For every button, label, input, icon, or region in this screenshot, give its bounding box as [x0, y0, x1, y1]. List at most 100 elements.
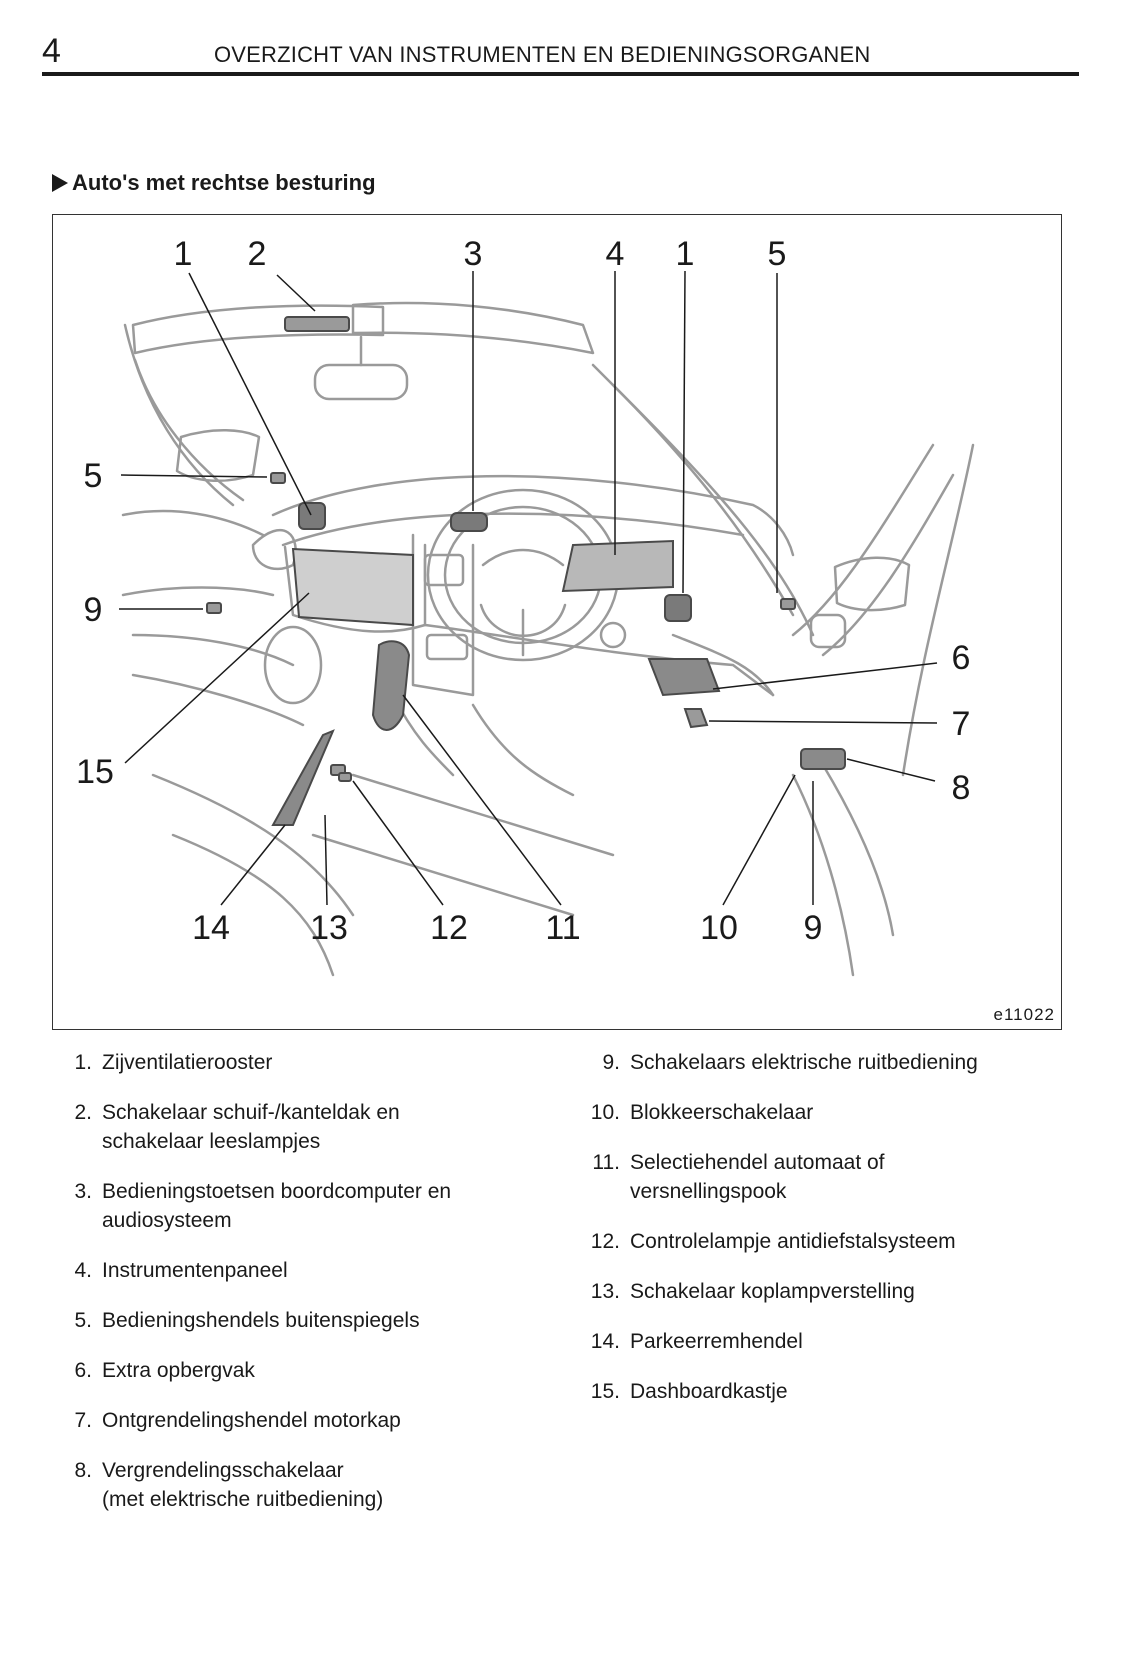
legend-item-number: 15.	[590, 1380, 620, 1403]
storage-compartment-shape	[647, 658, 721, 697]
legend-item-line: Bedieningstoetsen boordcomputer en	[102, 1180, 452, 1203]
legend-item-number: 1.	[74, 1051, 92, 1074]
legend-item-text: Schakelaar koplampverstelling	[630, 1277, 1054, 1306]
header-rule	[42, 72, 1079, 76]
sunroof-switch-shape	[284, 316, 350, 332]
legend-item-number: 5.	[74, 1309, 92, 1332]
page-number: 4	[42, 32, 61, 70]
legend-item-number: 10.	[590, 1101, 620, 1124]
legend-item-line: Extra opbergvak	[102, 1359, 255, 1382]
legend-item-number: 8.	[74, 1459, 92, 1482]
audio-buttons-shape	[450, 512, 488, 532]
legend-item-text: Extra opbergvak	[102, 1356, 536, 1385]
legend-item-line: Schakelaar schuif-/kanteldak en	[102, 1101, 400, 1124]
callout-label: 14	[192, 909, 230, 947]
legend-item-number: 2.	[74, 1101, 92, 1124]
legend-item: 4.Instrumentenpaneel	[56, 1256, 536, 1285]
legend-item-text: Bedieningshendels buitenspiegels	[102, 1306, 536, 1335]
legend-item-line: Schakelaar koplampverstelling	[630, 1280, 915, 1303]
legend-item-line: Selectiehendel automaat of	[630, 1151, 885, 1174]
callout-label: 12	[430, 909, 468, 947]
legend-item-line: Dashboardkastje	[630, 1380, 788, 1403]
legend-item-line: (met elektrische ruitbediening)	[102, 1488, 384, 1511]
legend-item: 13. Schakelaar koplampverstelling	[584, 1277, 1054, 1306]
legend-item: 7. Ontgrendelingshendel motorkap	[56, 1406, 536, 1435]
legend-item-text: Ontgrendelingshendel motorkap	[102, 1406, 536, 1435]
legend-item: 2. Schakelaar schuif-/kanteldak en schakel…	[56, 1098, 536, 1156]
legend-item-text: Schakelaar schuif-/kanteldak en schakelaa…	[102, 1098, 536, 1156]
legend-item-line: Instrumentenpaneel	[102, 1259, 288, 1282]
car-interior-artwork	[121, 301, 975, 977]
triangle-bullet-icon	[52, 174, 68, 192]
figure-code: e11022	[993, 1005, 1055, 1024]
callout-label: 9	[804, 909, 823, 947]
legend-item-number: 14.	[590, 1330, 620, 1353]
right-mirror-lever-shape	[780, 598, 796, 610]
callout-label: 6	[952, 639, 971, 677]
leader-lines	[119, 270, 938, 906]
legend-item-text: Instrumentenpaneel	[102, 1256, 536, 1285]
legend-item-line: Zijventilatierooster	[102, 1051, 273, 1074]
legend-item-line: schakelaar leeslampjes	[102, 1130, 321, 1153]
highlighted-controls	[206, 316, 846, 826]
legend-right-column: 9. Schakelaars elektrische ruitbediening 1…	[584, 1048, 1054, 1406]
legend-item-text: Selectiehendel automaat of versnellingspo…	[630, 1148, 1054, 1206]
parking-brake-shape	[271, 729, 335, 826]
hood-release-shape	[683, 708, 709, 729]
legend-item-number: 12.	[590, 1230, 620, 1253]
callout-label: 2	[248, 235, 267, 273]
left-window-switch-shape	[206, 602, 222, 614]
legend-item-text: Controlelampje antidiefstalsysteem	[630, 1227, 1054, 1256]
legend-item-text: Dashboardkastje	[630, 1377, 1054, 1406]
callout-label: 3	[464, 235, 483, 273]
right-vent-shape	[664, 594, 692, 622]
callout-label: 9	[84, 591, 103, 629]
legend-item: 10. Blokkeerschakelaar	[584, 1098, 1054, 1127]
legend-item-number: 7.	[74, 1409, 92, 1432]
legend-item: 1. Zijventilatierooster	[56, 1048, 536, 1077]
legend-item: 6. Extra opbergvak	[56, 1356, 536, 1385]
instrument-panel-shape	[561, 539, 674, 593]
legend-item: 15. Dashboardkastje	[584, 1377, 1054, 1406]
legend-item-text: Bedieningstoetsen boordcomputer en audios…	[102, 1177, 536, 1235]
legend-item-line: Blokkeerschakelaar	[630, 1101, 814, 1124]
callout-label: 5	[84, 457, 103, 495]
callout-label: 11	[545, 909, 580, 947]
glovebox-shape	[291, 547, 414, 627]
legend-item-line: Controlelampje antidiefstalsysteem	[630, 1230, 956, 1253]
legend-item: 12. Controlelampje antidiefstalsysteem	[584, 1227, 1054, 1256]
section-heading-text: Auto's met rechtse besturing	[72, 170, 376, 195]
legend-item-text: Vergrendelingsschakelaar (met elektrische…	[102, 1456, 536, 1514]
callout-label: 5	[768, 235, 787, 273]
legend-item-line: versnellingspook	[630, 1180, 787, 1203]
legend-item: 3. Bedieningstoetsen boordcomputer en audi…	[56, 1177, 536, 1235]
legend-item-number: 11.	[592, 1151, 620, 1174]
callout-label: 1	[676, 235, 695, 273]
callout-label: 1	[174, 235, 193, 273]
legend-item-number: 6.	[74, 1359, 92, 1382]
legend-item: 5. Bedieningshendels buitenspiegels	[56, 1306, 536, 1335]
callout-label: 4	[606, 235, 625, 273]
legend-item-number: 3.	[74, 1180, 92, 1203]
callout-label: 7	[952, 705, 971, 743]
legend-item-text: Parkeerremhendel	[630, 1327, 1054, 1356]
section-heading: Auto's met rechtse besturing	[52, 170, 376, 196]
legend-item-line: Schakelaars elektrische ruitbediening	[630, 1051, 978, 1074]
callout-label: 8	[952, 769, 971, 807]
legend-item-number: 9.	[602, 1051, 620, 1074]
callout-label: 15	[76, 753, 114, 791]
legend-item: 9. Schakelaars elektrische ruitbediening	[584, 1048, 1054, 1077]
left-mirror-lever-shape	[270, 472, 286, 484]
legend-item-line: audiosysteem	[102, 1209, 232, 1232]
anti-theft-lamp-shape	[338, 772, 352, 782]
callout-numbers: 1 2 3 4 1 5 5 9 15 6 7 8 14 13 12 11 10 …	[76, 235, 970, 947]
legend-item: 11. Selectiehendel automaat of versnelling…	[584, 1148, 1054, 1206]
legend-item-line: Bedieningshendels buitenspiegels	[102, 1309, 420, 1332]
legend-item-line: Vergrendelingsschakelaar	[102, 1459, 344, 1482]
legend-item: 14. Parkeerremhendel	[584, 1327, 1054, 1356]
legend-item-text: Zijventilatierooster	[102, 1048, 536, 1077]
legend-item-text: Blokkeerschakelaar	[630, 1098, 1054, 1127]
running-head: OVERZICHT VAN INSTRUMENTEN EN BEDIENINGS…	[214, 42, 871, 67]
callout-label: 13	[310, 909, 348, 947]
legend-item-number: 13.	[590, 1280, 620, 1303]
